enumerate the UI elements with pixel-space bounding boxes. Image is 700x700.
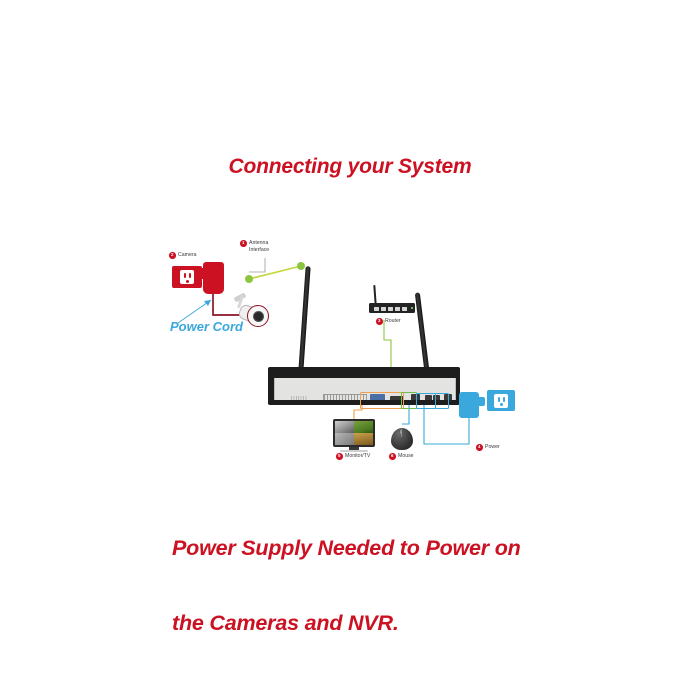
- camera-power-adapter: [198, 262, 224, 294]
- callout-camera: 2 Camera: [169, 252, 196, 259]
- nvr-outlet-ground-hole: [499, 403, 503, 406]
- nvr-vga-port: [370, 394, 385, 401]
- callout-badge-camera: 2: [169, 252, 176, 259]
- monitor-stand: [349, 447, 359, 450]
- antenna-connector-nvr: [297, 262, 305, 270]
- nvr-top-shell: [268, 367, 460, 378]
- nvr-right-side: [454, 378, 460, 404]
- outlet-slot-left: [183, 273, 186, 278]
- router-port-5: [402, 306, 407, 311]
- page-title: Connecting your System: [228, 155, 472, 178]
- monitor-channel-1: [335, 421, 354, 433]
- callout-mouse: 6 Mouse: [389, 453, 414, 460]
- bottom-caption: Power Supply Needed to Power on the Came…: [172, 486, 592, 686]
- power-cord-arrow-line: [177, 299, 212, 324]
- nvr-bottom-shell: [268, 400, 460, 405]
- nvr-outlet-slot-right: [502, 396, 505, 402]
- callout-badge-monitor-tv: 5: [336, 453, 343, 460]
- outlet-ground-hole: [185, 279, 189, 283]
- nvr-usb-port-1: [425, 394, 432, 401]
- router-body: [369, 303, 415, 313]
- router-port-2: [381, 306, 386, 311]
- callout-badge-router: 3: [376, 318, 383, 325]
- highlight-lan-port: [401, 392, 417, 409]
- outlet-slot-right: [188, 273, 191, 278]
- antenna-callout-leader: [249, 258, 266, 273]
- nvr-adapter-prong: [478, 397, 485, 406]
- nvr-lan-port: [411, 393, 420, 402]
- power-cord-arrow-head: [204, 300, 211, 306]
- highlight-usb-ports: [416, 392, 436, 409]
- highlight-video-output-ports: [360, 392, 404, 409]
- callout-label-power: Power: [485, 444, 500, 451]
- nvr-wall-outlet: [487, 390, 515, 411]
- callout-label-router: Router: [385, 318, 401, 325]
- adapter-prong: [198, 268, 204, 279]
- mouse-scroll-wheel: [400, 429, 403, 434]
- callout-badge-mouse: 6: [389, 453, 396, 460]
- callout-router: 3 Router: [376, 318, 401, 325]
- highlight-dc-power-port: [435, 392, 449, 409]
- monitor-tv: [333, 419, 375, 453]
- usb-mouse: [389, 425, 415, 451]
- caption-line-1: Power Supply Needed to Power on: [172, 536, 521, 560]
- wifi-router: [369, 284, 415, 313]
- nvr-left-side: [268, 378, 274, 404]
- nvr-usb-port-2: [433, 394, 440, 401]
- camera-lens: [253, 311, 264, 322]
- mouse-shell: [391, 428, 413, 450]
- nvr-outlet-slot-left: [497, 396, 500, 402]
- callout-label-camera: Camera: [178, 252, 197, 259]
- monitor-channel-2: [354, 421, 373, 433]
- antenna-interface-link: [248, 265, 302, 280]
- callout-antenna-interface: 1 Antenna Interface: [240, 240, 269, 253]
- power-cord-annotation: Power Cord: [170, 319, 243, 334]
- monitor-base: [340, 449, 368, 452]
- camera-wall-outlet: [172, 266, 202, 288]
- caption-line-2: the Cameras and NVR.: [172, 611, 399, 635]
- bullet-camera: [233, 292, 271, 331]
- router-port-4: [395, 306, 400, 311]
- router-to-lan-line: [383, 320, 392, 386]
- callout-label-mouse: Mouse: [398, 453, 414, 460]
- router-port-3: [388, 306, 393, 311]
- nvr-outlet-face: [494, 393, 508, 408]
- callout-badge-power: 4: [476, 444, 483, 451]
- nvr-hdmi-port: [390, 395, 404, 401]
- callout-power: 4 Power: [476, 444, 500, 451]
- callout-label-antenna-interface: Antenna Interface: [249, 240, 270, 253]
- dc-to-adapter-line: [423, 397, 470, 445]
- nvr-vent: [291, 396, 307, 402]
- router-status-led: [411, 307, 413, 309]
- nvr-power-adapter: [459, 392, 485, 418]
- callout-badge-antenna-interface: 1: [240, 240, 247, 247]
- nvr-rear-panel: [274, 378, 456, 405]
- monitor-channel-3: [335, 433, 354, 445]
- usb-to-mouse-line: [402, 397, 410, 425]
- router-port-1: [374, 306, 379, 311]
- monitor-screen: [335, 421, 373, 445]
- antenna-connector-camera: [245, 275, 253, 283]
- outlet-face: [180, 270, 194, 284]
- callout-label-monitor-tv: Monitor/TV: [345, 453, 371, 460]
- nvr-device: [268, 367, 460, 409]
- monitor-channel-4: [354, 433, 373, 445]
- callout-monitor-tv: 5 Monitor/TV: [336, 453, 370, 460]
